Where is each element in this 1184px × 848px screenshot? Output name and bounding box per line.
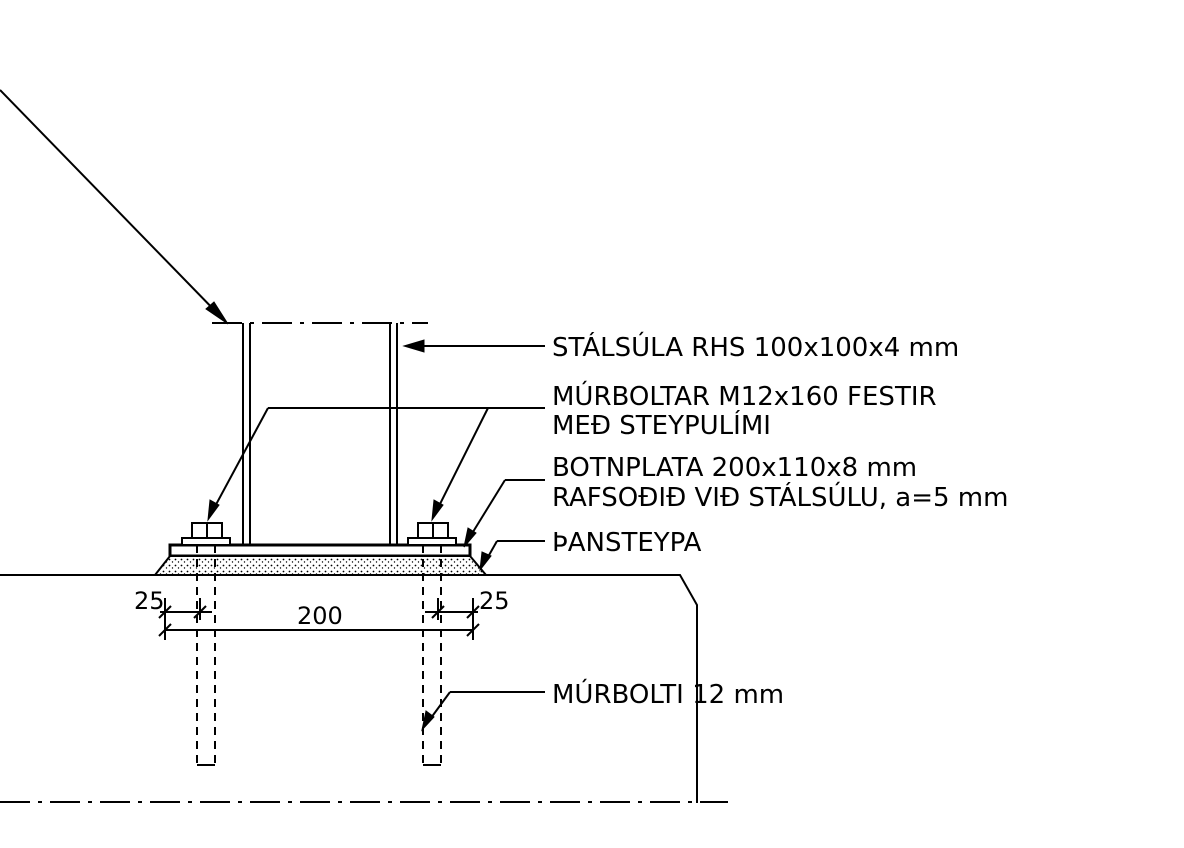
left-bolt-nut bbox=[181, 522, 231, 546]
steel-column bbox=[242, 323, 398, 545]
dim-left-edge: 25 bbox=[134, 587, 165, 615]
column-label: STÁLSÚLA RHS 100x100x4 mm bbox=[552, 331, 959, 363]
top-leader-arrowhead bbox=[205, 301, 229, 325]
bolt-label: MÚRBOLTI 12 mm bbox=[552, 678, 784, 710]
dimension-lines bbox=[158, 598, 480, 640]
grout-label: ÞANSTEYPA bbox=[552, 528, 702, 558]
plate-label-line1: BOTNPLATA 200x110x8 mm bbox=[552, 453, 917, 483]
top-leader-line bbox=[0, 89, 223, 319]
dim-span: 200 bbox=[297, 602, 343, 630]
bolt-leader bbox=[421, 691, 545, 732]
anchors-label-line2: MEÐ STEYPULÍMI bbox=[552, 409, 771, 441]
anchors-leader bbox=[207, 407, 545, 522]
plate-leader bbox=[463, 479, 545, 548]
grout-bed bbox=[152, 555, 489, 576]
right-bolt-nut bbox=[407, 522, 457, 546]
anchors-label-line1: MÚRBOLTAR M12x160 FESTIR bbox=[552, 380, 937, 412]
foundation-outline bbox=[0, 574, 698, 803]
dim-right-edge: 25 bbox=[479, 587, 510, 615]
plate-label-line2: RAFSOÐIÐ VIÐ STÁLSÚLU, a=5 mm bbox=[552, 481, 1008, 513]
column-leader bbox=[402, 339, 545, 353]
left-anchor-bolt bbox=[196, 545, 216, 766]
grout-leader bbox=[479, 540, 545, 572]
right-anchor-bolt bbox=[422, 545, 442, 766]
